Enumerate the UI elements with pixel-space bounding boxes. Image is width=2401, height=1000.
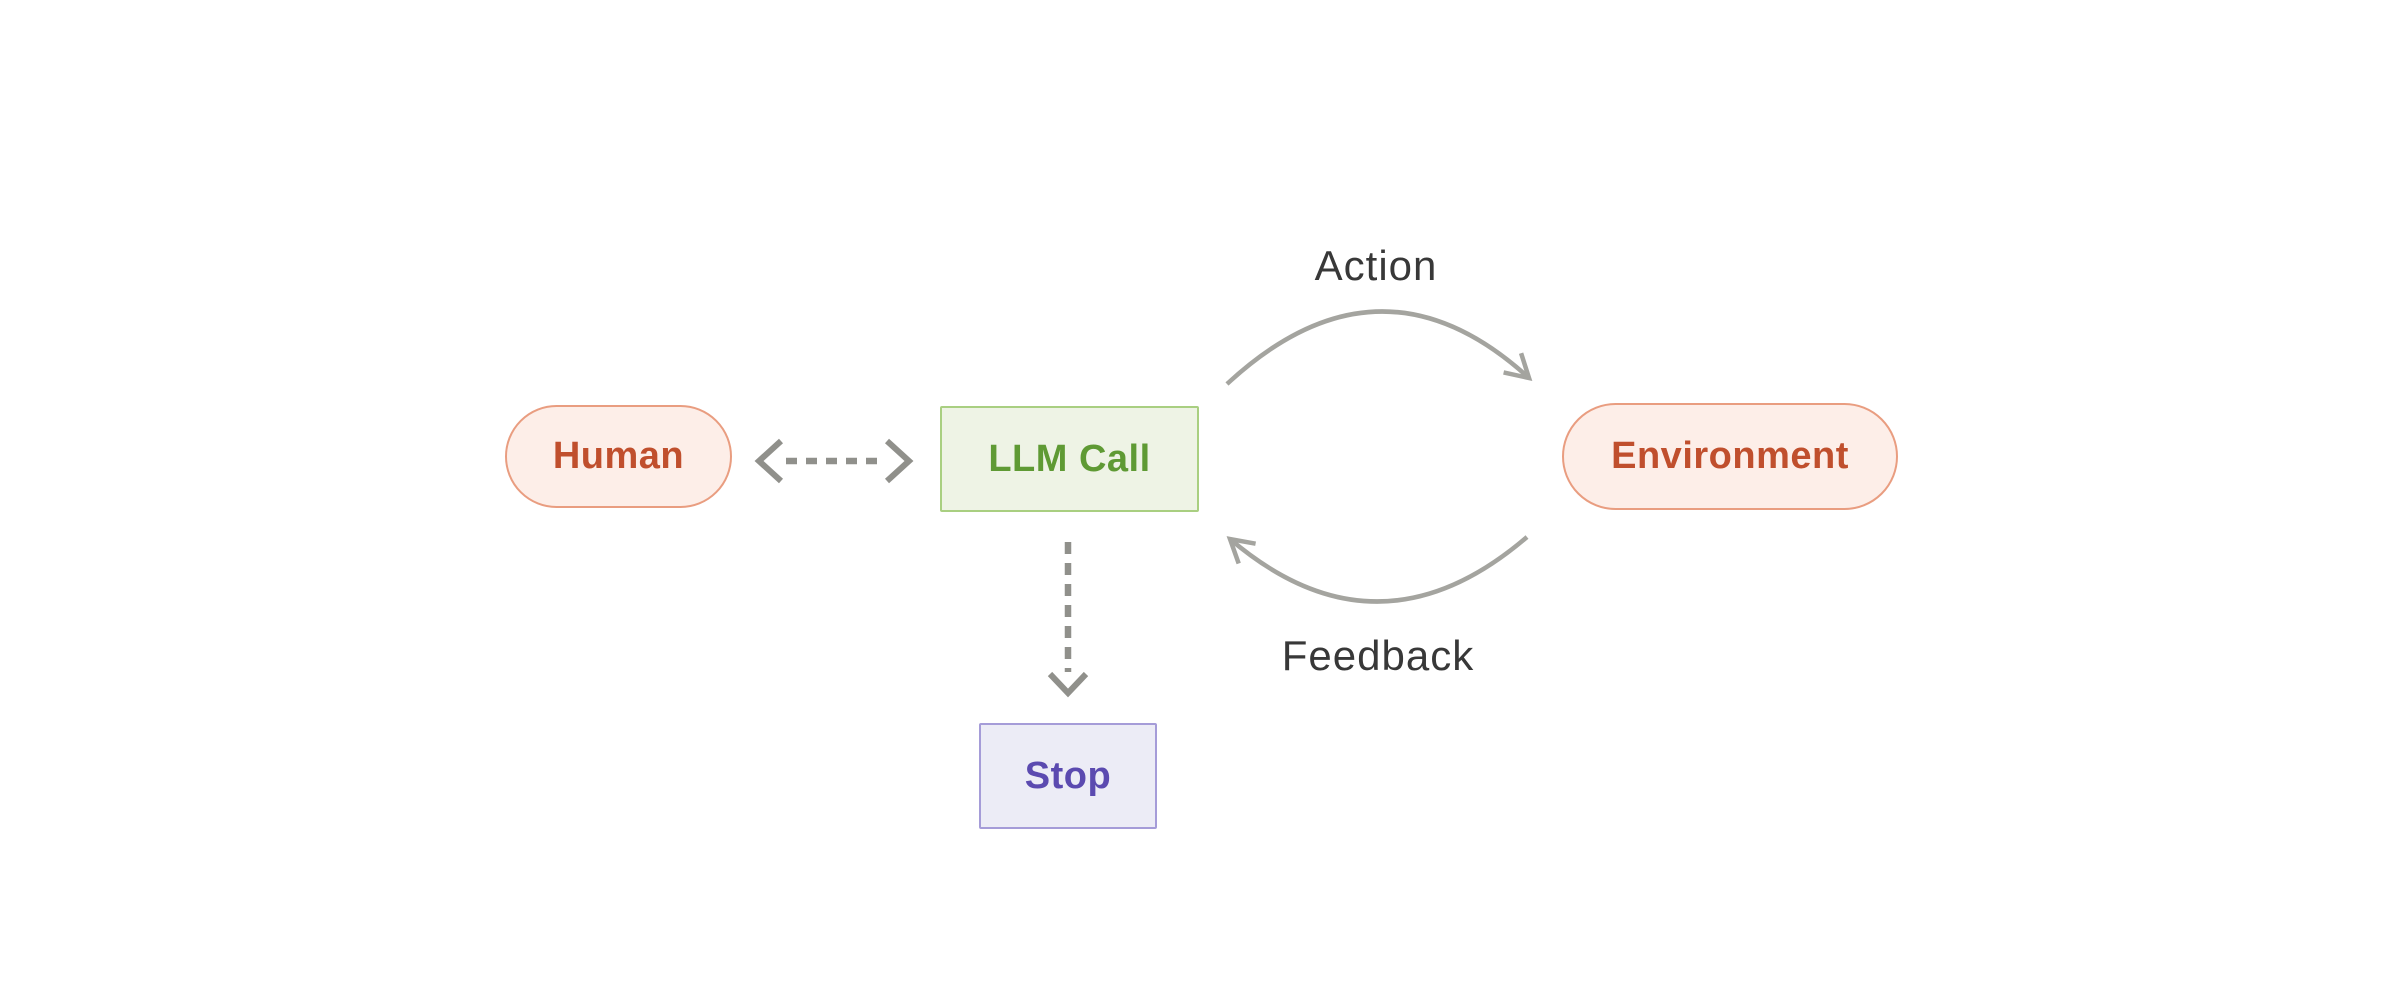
edge-label-action: Action — [1314, 242, 1438, 289]
node-environment: Environment — [1562, 403, 1898, 510]
human-llm-dashed-arrow — [754, 438, 914, 484]
node-llm-call: LLM Call — [940, 406, 1199, 512]
node-stop-label: Stop — [1024, 754, 1112, 797]
feedback-arrow — [1226, 535, 1529, 604]
node-environment-label: Environment — [1611, 435, 1849, 477]
action-arrow — [1225, 309, 1533, 386]
node-stop: Stop — [979, 723, 1157, 829]
node-human-label: Human — [552, 435, 685, 477]
down-chevron-icon — [1047, 671, 1089, 698]
action-arrowhead-icon — [1503, 352, 1533, 382]
node-llm-call-label: LLM Call — [988, 437, 1151, 480]
edge-label-feedback: Feedback — [1281, 632, 1475, 679]
feedback-arrowhead-icon — [1226, 536, 1257, 565]
llm-stop-dashed-arrow — [1047, 542, 1089, 698]
node-human: Human — [505, 405, 732, 508]
left-chevron-icon — [754, 438, 784, 484]
right-chevron-icon — [884, 438, 914, 484]
